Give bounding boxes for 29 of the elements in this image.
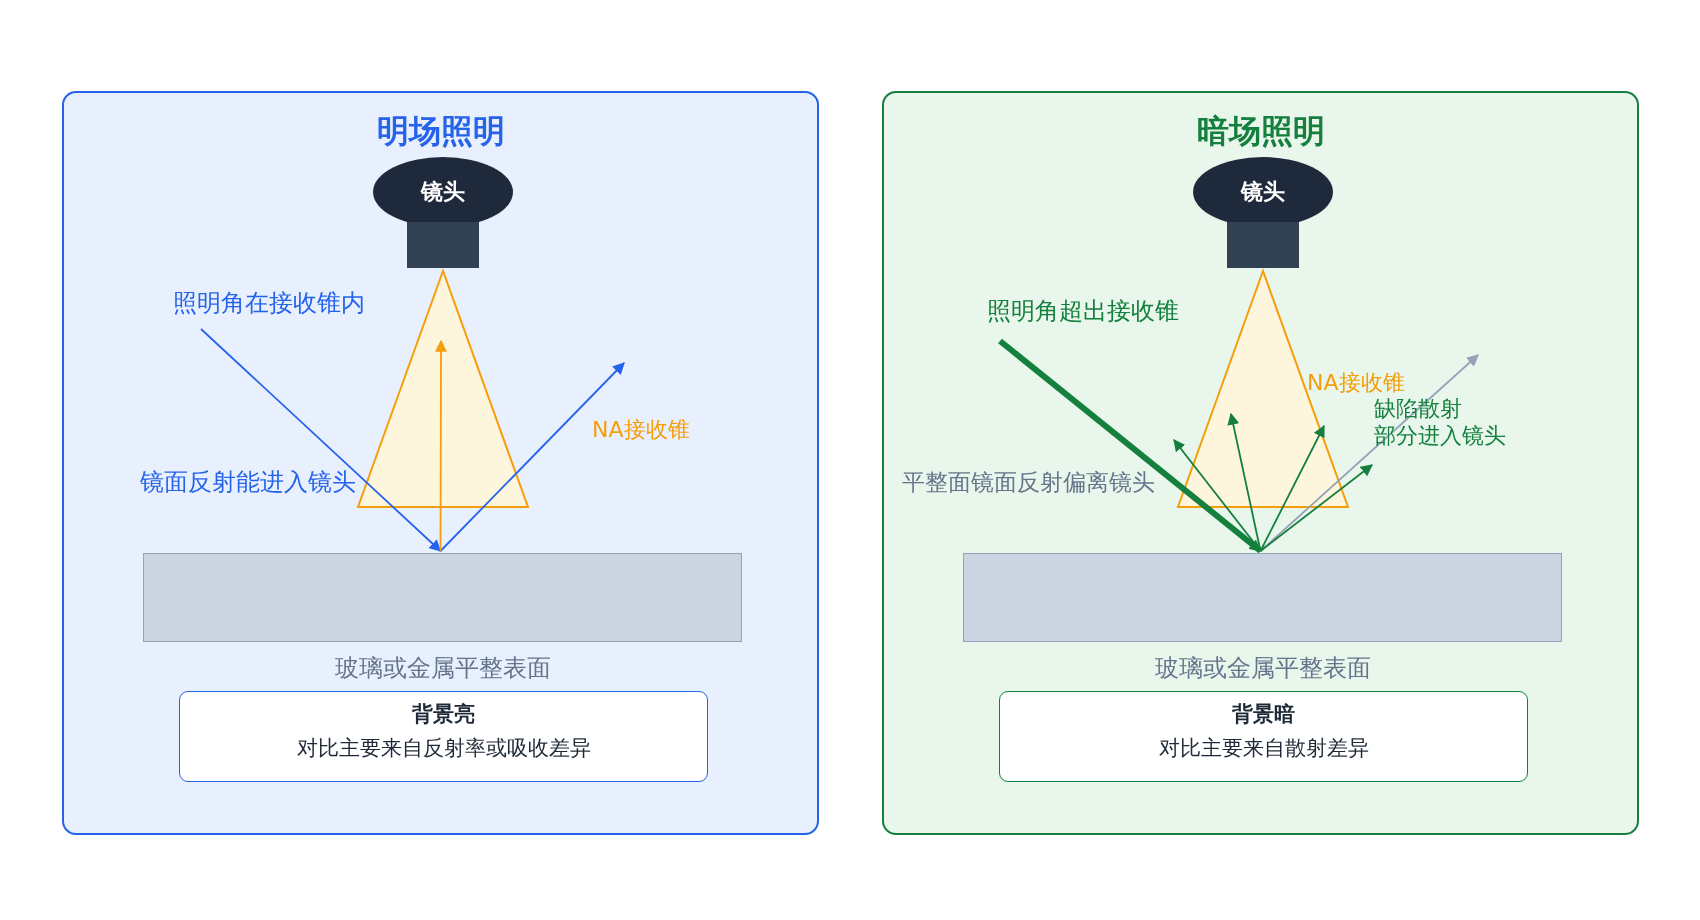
annotation: 照明角超出接收锥 [987, 298, 1179, 326]
light-ray-arrow [1259, 424, 1325, 552]
light-ray-arrow [434, 339, 447, 552]
note-text: 对比主要来自散射差异 [1157, 736, 1370, 761]
light-ray-arrow [200, 328, 442, 552]
note-text: 对比主要来自反射率或吸收差异 [295, 736, 592, 761]
panel-title: 暗场照明 [1195, 113, 1326, 150]
light-ray-arrow [1259, 464, 1373, 552]
annotation: 平整面镜面反射偏离镜头 [902, 469, 1155, 496]
panel-background [62, 91, 819, 835]
panel-title: 明场照明 [375, 113, 506, 150]
note-box [179, 691, 708, 782]
surface-label: 玻璃或金属平整表面 [333, 655, 552, 683]
cone-label: NA接收锥 [1307, 370, 1405, 396]
annotation: 缺陷散射 [1374, 396, 1462, 422]
lens-label: 镜头 [419, 179, 466, 205]
light-ray-arrow [1173, 439, 1262, 552]
surface-label: 玻璃或金属平整表面 [1153, 655, 1372, 683]
light-ray-arrow [439, 362, 625, 552]
panel-background [882, 91, 1639, 835]
cone-label: NA接收锥 [592, 417, 690, 443]
note-heading: 背景暗 [1231, 702, 1296, 727]
annotation: 镜面反射能进入镜头 [140, 469, 356, 497]
note-box [999, 691, 1528, 782]
note-heading: 背景亮 [411, 702, 476, 727]
lens-label: 镜头 [1239, 179, 1286, 205]
light-ray-arrow [998, 338, 1263, 554]
annotation: 照明角在接收锥内 [173, 290, 365, 318]
annotation: 部分进入镜头 [1374, 423, 1506, 449]
